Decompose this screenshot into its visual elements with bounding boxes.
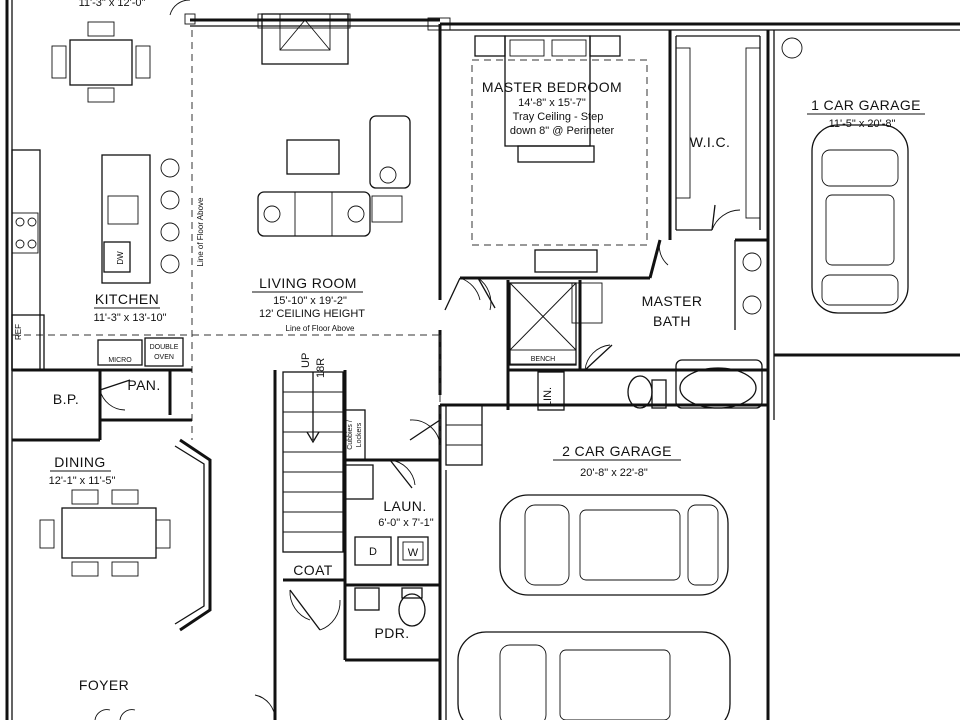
two-car-garage-dims: 20'-8" x 22'-8" [580,467,648,479]
two-car-garage-name: 2 CAR GARAGE [562,443,672,459]
living-room-note: 12' CEILING HEIGHT [259,308,365,320]
stairs-risers: 18R [315,358,327,378]
garage-vehicles [457,37,909,720]
bath-fixtures: BENCH [509,252,763,411]
dining-furniture [39,489,171,577]
walls [5,0,960,720]
car-upper [499,494,729,596]
laundry-dims: 6'-0" x 7'-1" [378,517,434,529]
master-bath-name-1: MASTER [642,293,703,309]
loveseat [369,115,411,189]
master-bath-name-2: BATH [653,313,691,329]
stairs-and-utility: Cubbies / Lockers D W [282,371,429,627]
refrigerator [11,314,45,371]
powder-toilet [398,593,426,627]
living-room-name: LIVING ROOM [259,275,357,291]
sofa [257,191,371,237]
one-car-garage-dims: 11'-5" x 20'-8" [829,118,896,130]
floor-above-vertical-note: Line of Floor Above [196,197,205,266]
laundry-sink [344,464,374,500]
dining-table [61,507,157,559]
coat-name: COAT [293,562,332,578]
microwave [97,339,143,366]
cubbies-label-2: Lockers [356,422,363,447]
top-left-dims: 11'-3" x 12'-0" [79,0,146,9]
cubbies [344,409,366,461]
dining-name: DINING [54,454,105,470]
cooktop [11,212,39,254]
floor-above-horizontal-note: Line of Floor Above [286,324,355,333]
stairs-direction: UP [300,353,312,368]
master-bedroom-dims: 14'-8" x 15'-7" [518,97,586,109]
master-bedroom-name: MASTER BEDROOM [482,79,622,95]
openings [94,0,741,720]
master-bedroom-note-1: Tray Ceiling - Step [513,111,604,123]
car-lower [457,631,731,720]
dryer-label: D [369,546,377,558]
master-bedroom-note-2: down 8" @ Perimeter [510,125,615,137]
kitchen-dims: 11'-3" x 13'-10" [94,312,167,324]
one-car-garage-name: 1 CAR GARAGE [811,97,921,113]
laundry-name: LAUN. [383,498,426,514]
linen-closet [537,371,565,411]
double-oven-label-1: DOUBLE [150,344,179,351]
kitchen-name: KITCHEN [95,291,159,307]
powder-sink [354,587,380,611]
washer-label: W [408,547,419,559]
dining-dims: 12'-1" x 11'-5" [49,475,116,487]
living-furniture [257,115,411,237]
micro-label: MICRO [108,357,132,364]
coffee-table [286,139,340,175]
dishwasher-label: DW [116,251,125,265]
sink [107,195,139,225]
bench-label: BENCH [531,356,556,363]
fridge-label: REF [14,324,23,340]
tray-ceiling-line [471,59,648,246]
wic-name: W.I.C. [690,134,731,150]
cubbies-label-1: Cubbies / [347,420,354,450]
toilet [627,375,653,409]
pan-name: PAN. [127,377,160,393]
foyer-name: FOYER [79,677,129,693]
kitchen-island [101,154,151,284]
room-labels: 11'-3" x 12'-0" MASTER BEDROOM 14'-8" x … [49,0,925,693]
breakfast-table [69,39,133,86]
double-oven-label-2: OVEN [154,354,174,361]
living-room-dims: 15'-10" x 19'-2" [273,295,347,307]
linen-name: LIN. [542,387,554,407]
double-oven [144,337,184,367]
kitchen-fixtures: DW REF MICRO DOUBLE OVEN [11,21,184,371]
dryer [354,536,392,566]
powder-name: PDR. [374,625,409,641]
bp-name: B.P. [53,391,79,407]
bathtub [679,367,757,409]
bedroom-furniture [471,35,761,273]
car-vertical [811,124,909,314]
shower [509,282,577,366]
dresser [534,249,598,273]
bench [517,145,595,163]
dishwasher [103,241,131,273]
washer [397,536,429,566]
